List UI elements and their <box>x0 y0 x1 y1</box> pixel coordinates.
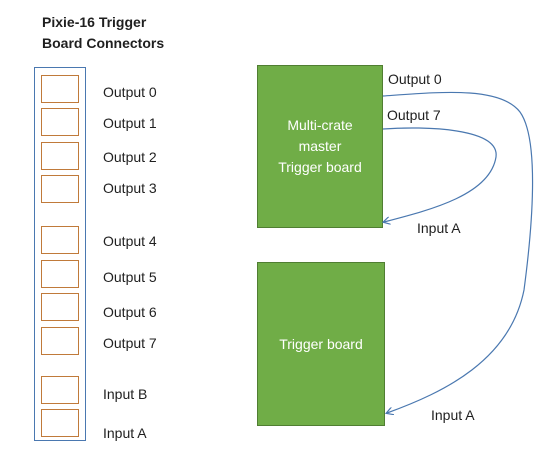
connector-label-output-0: Output 0 <box>103 84 157 100</box>
connector-label-input-a: Input A <box>103 425 147 441</box>
master-trigger-board: Multi-crate master Trigger board <box>257 65 383 228</box>
connector-label-output-7: Output 7 <box>103 335 157 351</box>
diagram-title-line2: Board Connectors <box>42 35 165 51</box>
master-board-label-line1: Multi-crate <box>287 117 353 133</box>
connector-output-7 <box>41 327 79 355</box>
connector-output-0 <box>41 75 79 103</box>
connector-label-output-5: Output 5 <box>103 269 157 285</box>
connector-label-output-3: Output 3 <box>103 180 157 196</box>
master-board-label-line2: master <box>298 138 342 154</box>
connector-label-output-2: Output 2 <box>103 149 157 165</box>
connector-strip <box>34 67 86 441</box>
cable-output7-to-master-input-a <box>383 127 497 222</box>
connector-label-input-b: Input B <box>103 386 148 402</box>
connector-output-1 <box>41 108 79 136</box>
connector-label-output-1: Output 1 <box>103 115 157 131</box>
diagram-title-line1: Pixie-16 Trigger <box>42 14 147 30</box>
master-board-label-line3: Trigger board <box>278 159 362 175</box>
connector-label-output-4: Output 4 <box>103 233 157 249</box>
connector-output-6 <box>41 293 79 321</box>
connector-output-3 <box>41 175 79 203</box>
connector-input-b <box>41 376 79 404</box>
master-output-7-label: Output 7 <box>387 107 441 123</box>
connector-input-a <box>41 409 79 437</box>
trigger-input-a-label: Input A <box>431 407 475 423</box>
connector-output-4 <box>41 226 79 254</box>
trigger-board-label: Trigger board <box>279 335 363 352</box>
master-output-0-label: Output 0 <box>388 71 442 87</box>
cable-output0-to-trigger-input-a <box>382 91 534 413</box>
connector-output-2 <box>41 142 79 170</box>
connector-output-5 <box>41 260 79 288</box>
trigger-board: Trigger board <box>257 262 385 426</box>
master-input-a-label: Input A <box>417 220 461 236</box>
diagram-title: Pixie-16 Trigger Board Connectors <box>42 12 222 54</box>
connector-label-output-6: Output 6 <box>103 304 157 320</box>
